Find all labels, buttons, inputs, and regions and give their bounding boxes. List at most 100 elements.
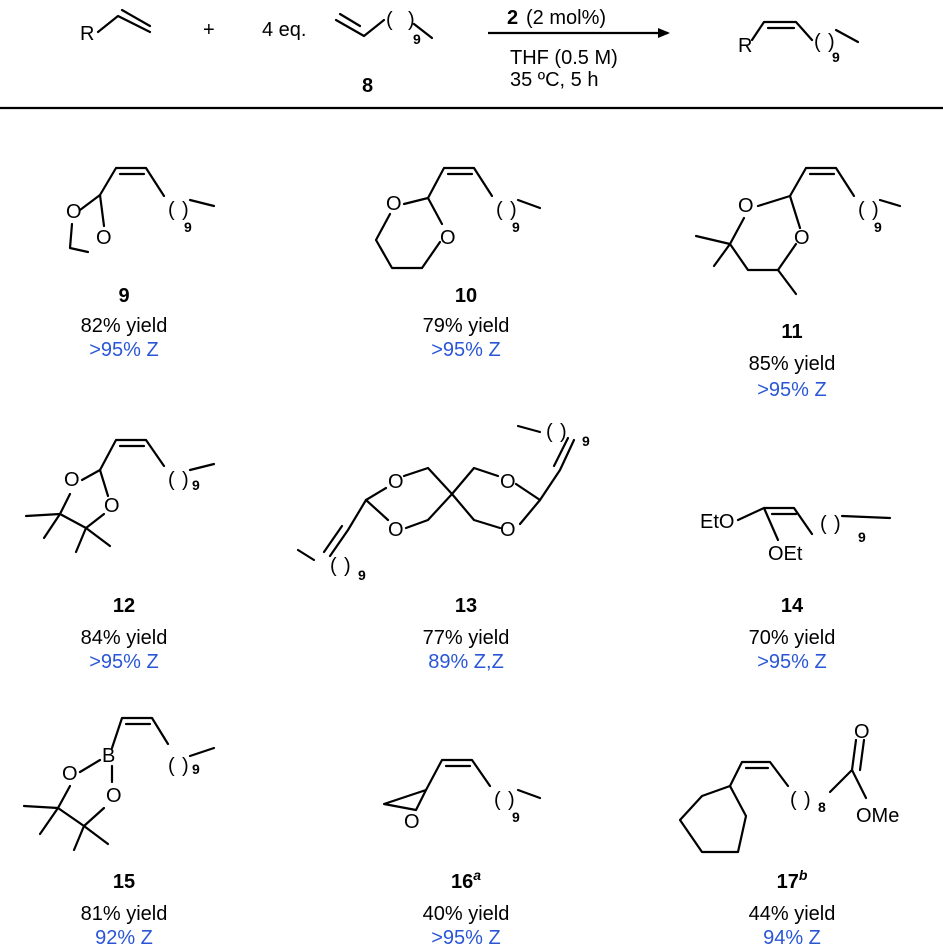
svg-text:9: 9 <box>582 433 590 449</box>
svg-text:8: 8 <box>818 799 826 815</box>
structure-15: B O O ( ) 9 <box>22 716 216 852</box>
structure-12: O O ( ) 9 <box>24 438 216 554</box>
svg-text:9: 9 <box>832 49 840 65</box>
svg-text:(: ( <box>496 199 503 221</box>
svg-text:(: ( <box>168 199 175 221</box>
caption-15: 15 81% yield 92% Z <box>81 871 168 949</box>
yield-label: 84% yield <box>81 627 168 649</box>
compound-number: 12 <box>113 595 135 617</box>
svg-text:9: 9 <box>874 219 882 235</box>
svg-text:O: O <box>106 785 122 807</box>
caption-12: 12 84% yield >95% Z <box>81 595 168 673</box>
compound-number: 16a <box>451 867 481 893</box>
svg-text:O: O <box>388 471 404 493</box>
caption-17: 17b 44% yield 94% Z <box>749 867 836 949</box>
compound-number: 13 <box>455 595 477 617</box>
yield-label: 44% yield <box>749 903 836 925</box>
svg-text:O: O <box>104 495 120 517</box>
structure-11: O O ( ) 9 <box>694 166 902 296</box>
svg-text:): ) <box>510 199 517 221</box>
yield-label: 40% yield <box>423 903 510 925</box>
svg-text:): ) <box>834 513 841 535</box>
structure-10: O O ( ) 9 <box>374 166 542 270</box>
chain-subscript: 9 <box>413 31 421 47</box>
yield-label: 79% yield <box>423 315 510 337</box>
compound-number: 17b <box>777 867 808 893</box>
selectivity-label: >95% Z <box>431 927 500 949</box>
svg-text:): ) <box>560 421 567 443</box>
yield-label: 82% yield <box>81 315 168 337</box>
svg-text:(: ( <box>790 789 797 811</box>
svg-text:(: ( <box>168 755 175 777</box>
svg-text:(: ( <box>858 199 865 221</box>
svg-text:9: 9 <box>358 567 366 583</box>
yield-label: 81% yield <box>81 903 168 925</box>
svg-text:9: 9 <box>858 529 866 545</box>
svg-text:(: ( <box>820 513 827 535</box>
catalyst-number: 2 <box>507 7 518 29</box>
yield-label: 70% yield <box>749 627 836 649</box>
plus-sign: + <box>203 19 215 41</box>
svg-text:O: O <box>386 193 402 215</box>
caption-16: 16a 40% yield >95% Z <box>423 867 510 949</box>
selectivity-label: >95% Z <box>89 339 158 361</box>
selectivity-label: 94% Z <box>763 927 821 949</box>
structure-16: O ( ) 9 <box>382 758 542 833</box>
svg-text:): ) <box>804 789 811 811</box>
selectivity-label: >95% Z <box>757 379 826 401</box>
svg-text:OMe: OMe <box>856 805 899 827</box>
compound-number: 10 <box>455 285 477 307</box>
catalyst-loading: (2 mol%) <box>526 7 606 29</box>
svg-text:(: ( <box>330 555 337 577</box>
svg-text:B: B <box>102 745 115 767</box>
conditions-label: 35 ºC, 5 h <box>510 69 598 91</box>
svg-text:O: O <box>854 721 870 743</box>
yield-label: 77% yield <box>423 627 510 649</box>
svg-text:): ) <box>182 469 189 491</box>
svg-text:O: O <box>738 195 754 217</box>
svg-text:): ) <box>182 199 189 221</box>
substrate-alkene: R <box>80 8 152 45</box>
reagent-number: 8 <box>362 75 373 97</box>
svg-text:O: O <box>500 519 516 541</box>
reaction-arrow: 2 (2 mol%) THF (0.5 M) 35 ºC, 5 h <box>488 7 670 91</box>
svg-text:OEt: OEt <box>768 543 803 565</box>
selectivity-label: 89% Z,Z <box>428 651 504 673</box>
compound-number: 9 <box>118 285 129 307</box>
structure-9: O O ( ) 9 <box>66 166 216 254</box>
svg-text:O: O <box>66 201 82 223</box>
svg-text:O: O <box>96 227 112 249</box>
svg-text:O: O <box>500 471 516 493</box>
svg-text:(: ( <box>386 9 393 31</box>
svg-text:(: ( <box>814 31 821 53</box>
svg-text:O: O <box>64 469 80 491</box>
compound-number: 11 <box>781 321 802 343</box>
structure-17: ( ) 8 O OMe <box>678 721 899 854</box>
product-alkene: R ( ) 9 <box>738 20 860 65</box>
reagent-8: ( ) 9 8 <box>334 9 434 97</box>
svg-text:(: ( <box>168 469 175 491</box>
svg-text:): ) <box>872 199 879 221</box>
r-group-label: R <box>80 23 94 45</box>
caption-10: 10 79% yield >95% Z <box>423 285 510 361</box>
svg-text:9: 9 <box>512 809 520 825</box>
svg-text:R: R <box>738 35 752 57</box>
svg-text:O: O <box>62 763 78 785</box>
selectivity-label: >95% Z <box>89 651 158 673</box>
svg-text:): ) <box>344 555 351 577</box>
structure-14: EtO OEt ( ) 9 <box>700 506 892 565</box>
footnote-mark: b <box>799 867 808 883</box>
yield-label: 85% yield <box>749 353 836 375</box>
caption-13: 13 77% yield 89% Z,Z <box>423 595 510 673</box>
svg-text:9: 9 <box>192 477 200 493</box>
svg-text:O: O <box>388 519 404 541</box>
svg-text:(: ( <box>494 789 501 811</box>
svg-text:): ) <box>408 9 415 31</box>
selectivity-label: >95% Z <box>431 339 500 361</box>
selectivity-label: 92% Z <box>95 927 153 949</box>
solvent-label: THF (0.5 M) <box>510 47 618 69</box>
selectivity-label: >95% Z <box>757 651 826 673</box>
svg-text:): ) <box>182 755 189 777</box>
svg-text:(: ( <box>546 421 553 443</box>
